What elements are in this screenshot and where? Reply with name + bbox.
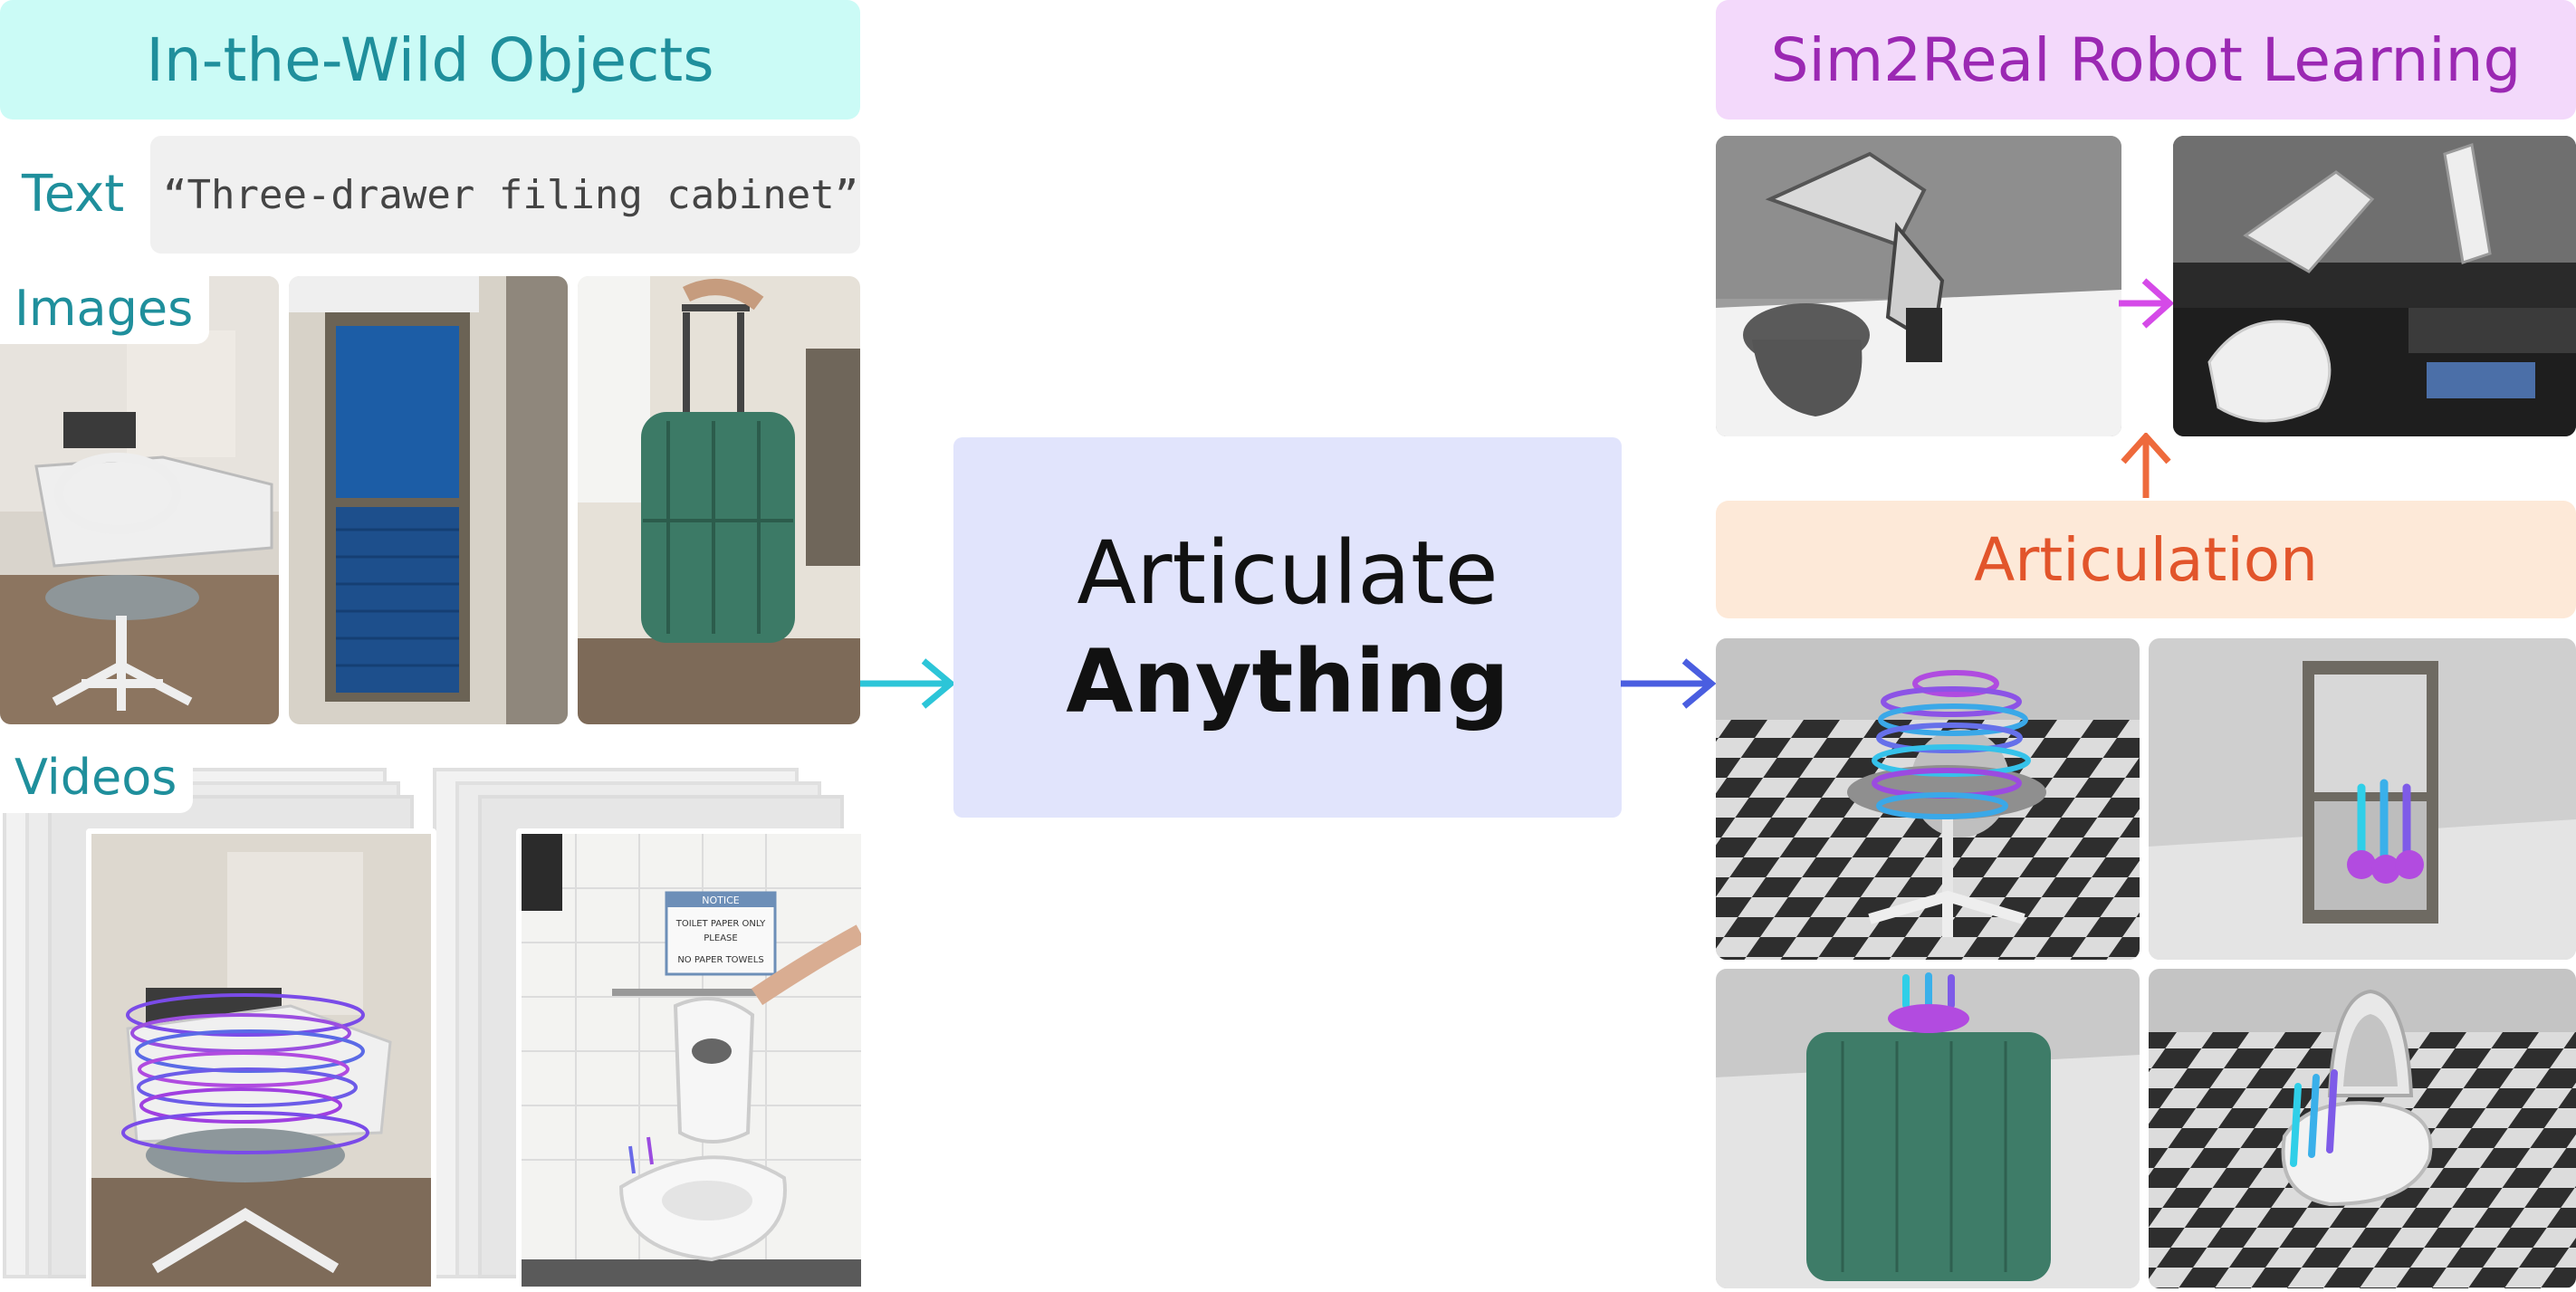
arrow-sim-to-real [2119,278,2175,329]
articulate-anything-box: Articulate Anything [953,437,1622,818]
chair-photo [0,276,279,724]
in-the-wild-title: In-the-Wild Objects [146,24,714,95]
articulation-banner: Articulation [1716,501,2576,618]
center-title-line2: Anything [1066,631,1509,732]
text-label: Text [22,165,125,224]
suitcase-photo [578,276,860,724]
notice-title: NOTICE [702,895,740,906]
sim-chair-render [1716,638,2140,960]
articulation-title: Articulation [1974,524,2318,595]
toilet-video-frame: NOTICE TOILET PAPER ONLY PLEASE NO PAPER… [516,828,867,1292]
robot-sim-photo [1716,136,2121,436]
notice-line3: NO PAPER TOWELS [677,955,763,965]
arrow-to-articulation [1621,658,1717,709]
in-the-wild-header: In-the-Wild Objects [0,0,860,120]
sim-toilet-render [2149,969,2576,1288]
sim-window-render [2149,638,2576,960]
robot-real-photo [2173,136,2576,436]
arrow-articulation-up [2121,433,2171,498]
arrow-to-center [860,658,956,709]
videos-label: Videos [0,745,194,813]
window-photo [289,276,568,724]
notice-line1: TOILET PAPER ONLY [675,919,766,929]
chair-video-frame [86,828,436,1292]
images-label: Images [0,276,210,344]
center-title-line1: Articulate [1077,522,1499,624]
text-prompt: “Three-drawer filing cabinet” [163,171,859,218]
notice-line2: PLEASE [704,933,737,943]
text-prompt-box: “Three-drawer filing cabinet” [150,136,860,254]
sim2real-header: Sim2Real Robot Learning [1716,0,2576,120]
sim-suitcase-render [1716,969,2140,1288]
sim2real-title: Sim2Real Robot Learning [1770,24,2522,95]
